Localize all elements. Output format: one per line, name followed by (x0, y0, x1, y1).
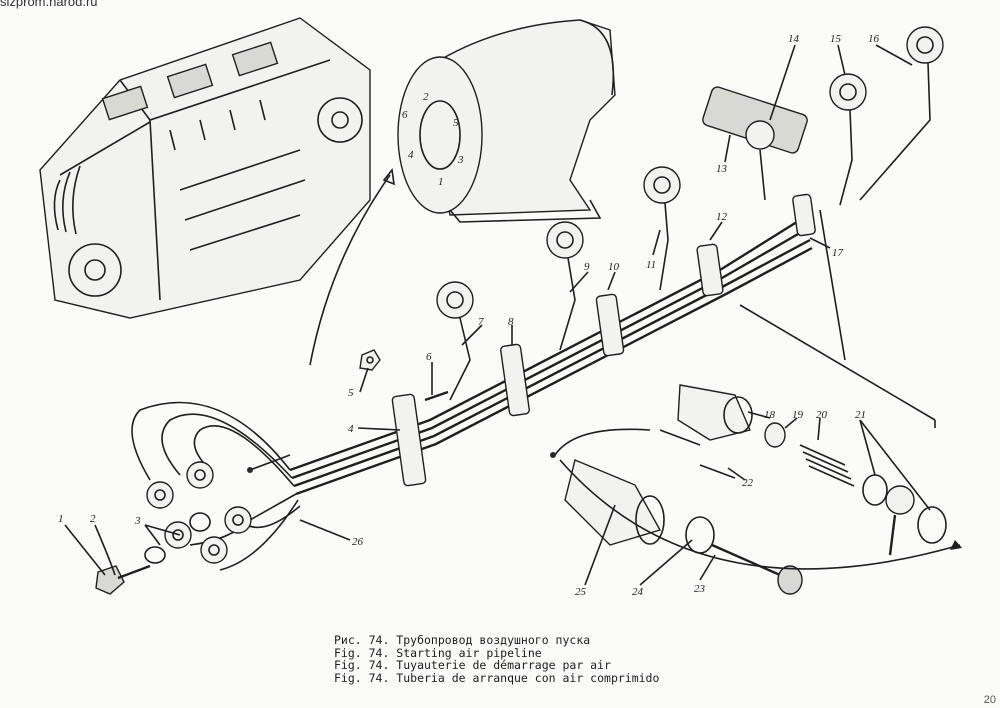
caption-line-fr: Fig. 74. Tuyauterie de démarrage par air (334, 658, 611, 672)
face-mark: 6 (402, 109, 408, 121)
callout-21: 21 (855, 409, 866, 421)
corner-logo: 20 (983, 694, 996, 706)
callout-15: 15 (830, 33, 842, 45)
tee-fitting (702, 86, 808, 201)
figure-caption: Рис. 74. Трубопровод воздушного пуска Fi… (334, 634, 659, 684)
face-mark: 5 (453, 117, 459, 129)
leader-lines (64, 44, 931, 586)
callout-1: 1 (58, 513, 64, 525)
callout-7: 7 (478, 316, 484, 328)
callout-20: 20 (816, 409, 828, 421)
callout-14: 14 (788, 33, 800, 45)
callout-22: 22 (742, 477, 754, 489)
arrow-head-icon (382, 168, 395, 186)
pipe-bundle (131, 218, 813, 571)
callout-26: 26 (352, 536, 364, 548)
pipe-clamps (391, 193, 816, 487)
callout-23: 23 (694, 583, 706, 595)
callout-18: 18 (764, 409, 776, 421)
lead-dot-line (249, 454, 291, 471)
callout-4: 4 (348, 423, 354, 435)
face-mark: 2 (423, 91, 429, 103)
valve-assembly (550, 209, 962, 595)
watermark-url: sizprom.narod.ru (0, 0, 98, 9)
air-distributor (397, 19, 616, 223)
banjo-fittings (146, 26, 944, 564)
small-parts (95, 349, 449, 595)
caption-line-es: Fig. 74. Tuberia de arranque con air com… (334, 670, 660, 685)
callout-13: 13 (716, 163, 728, 175)
callout-labels: 1 2 3 4 5 6 7 8 9 10 11 12 13 14 15 16 1… (58, 33, 880, 598)
callout-8: 8 (508, 316, 514, 328)
callout-16: 16 (868, 33, 880, 45)
callout-9: 9 (584, 261, 590, 273)
callout-17: 17 (832, 247, 844, 259)
lead-dot-icon (247, 467, 253, 473)
callout-19: 19 (792, 409, 804, 421)
callout-5: 5 (348, 387, 354, 399)
face-mark: 1 (438, 176, 444, 188)
distributor-face-marks: 2 6 5 3 1 4 (402, 91, 464, 188)
callout-2: 2 (90, 513, 96, 525)
return-arrow-icon (950, 540, 962, 550)
callout-12: 12 (716, 211, 728, 223)
engine-arrow-line (309, 174, 391, 366)
face-mark: 4 (408, 149, 414, 161)
face-mark: 3 (457, 154, 464, 166)
callout-10: 10 (608, 261, 620, 273)
callout-25: 25 (575, 586, 587, 598)
caption-line-ru: Рис. 74. Трубопровод воздушного пуска (334, 633, 591, 647)
engine-block (39, 17, 371, 319)
callout-6: 6 (426, 351, 432, 363)
caption-line-en: Fig. 74. Starting air pipeline (334, 645, 542, 660)
callout-11: 11 (646, 259, 656, 271)
callout-3: 3 (134, 515, 141, 527)
callout-24: 24 (632, 586, 644, 598)
